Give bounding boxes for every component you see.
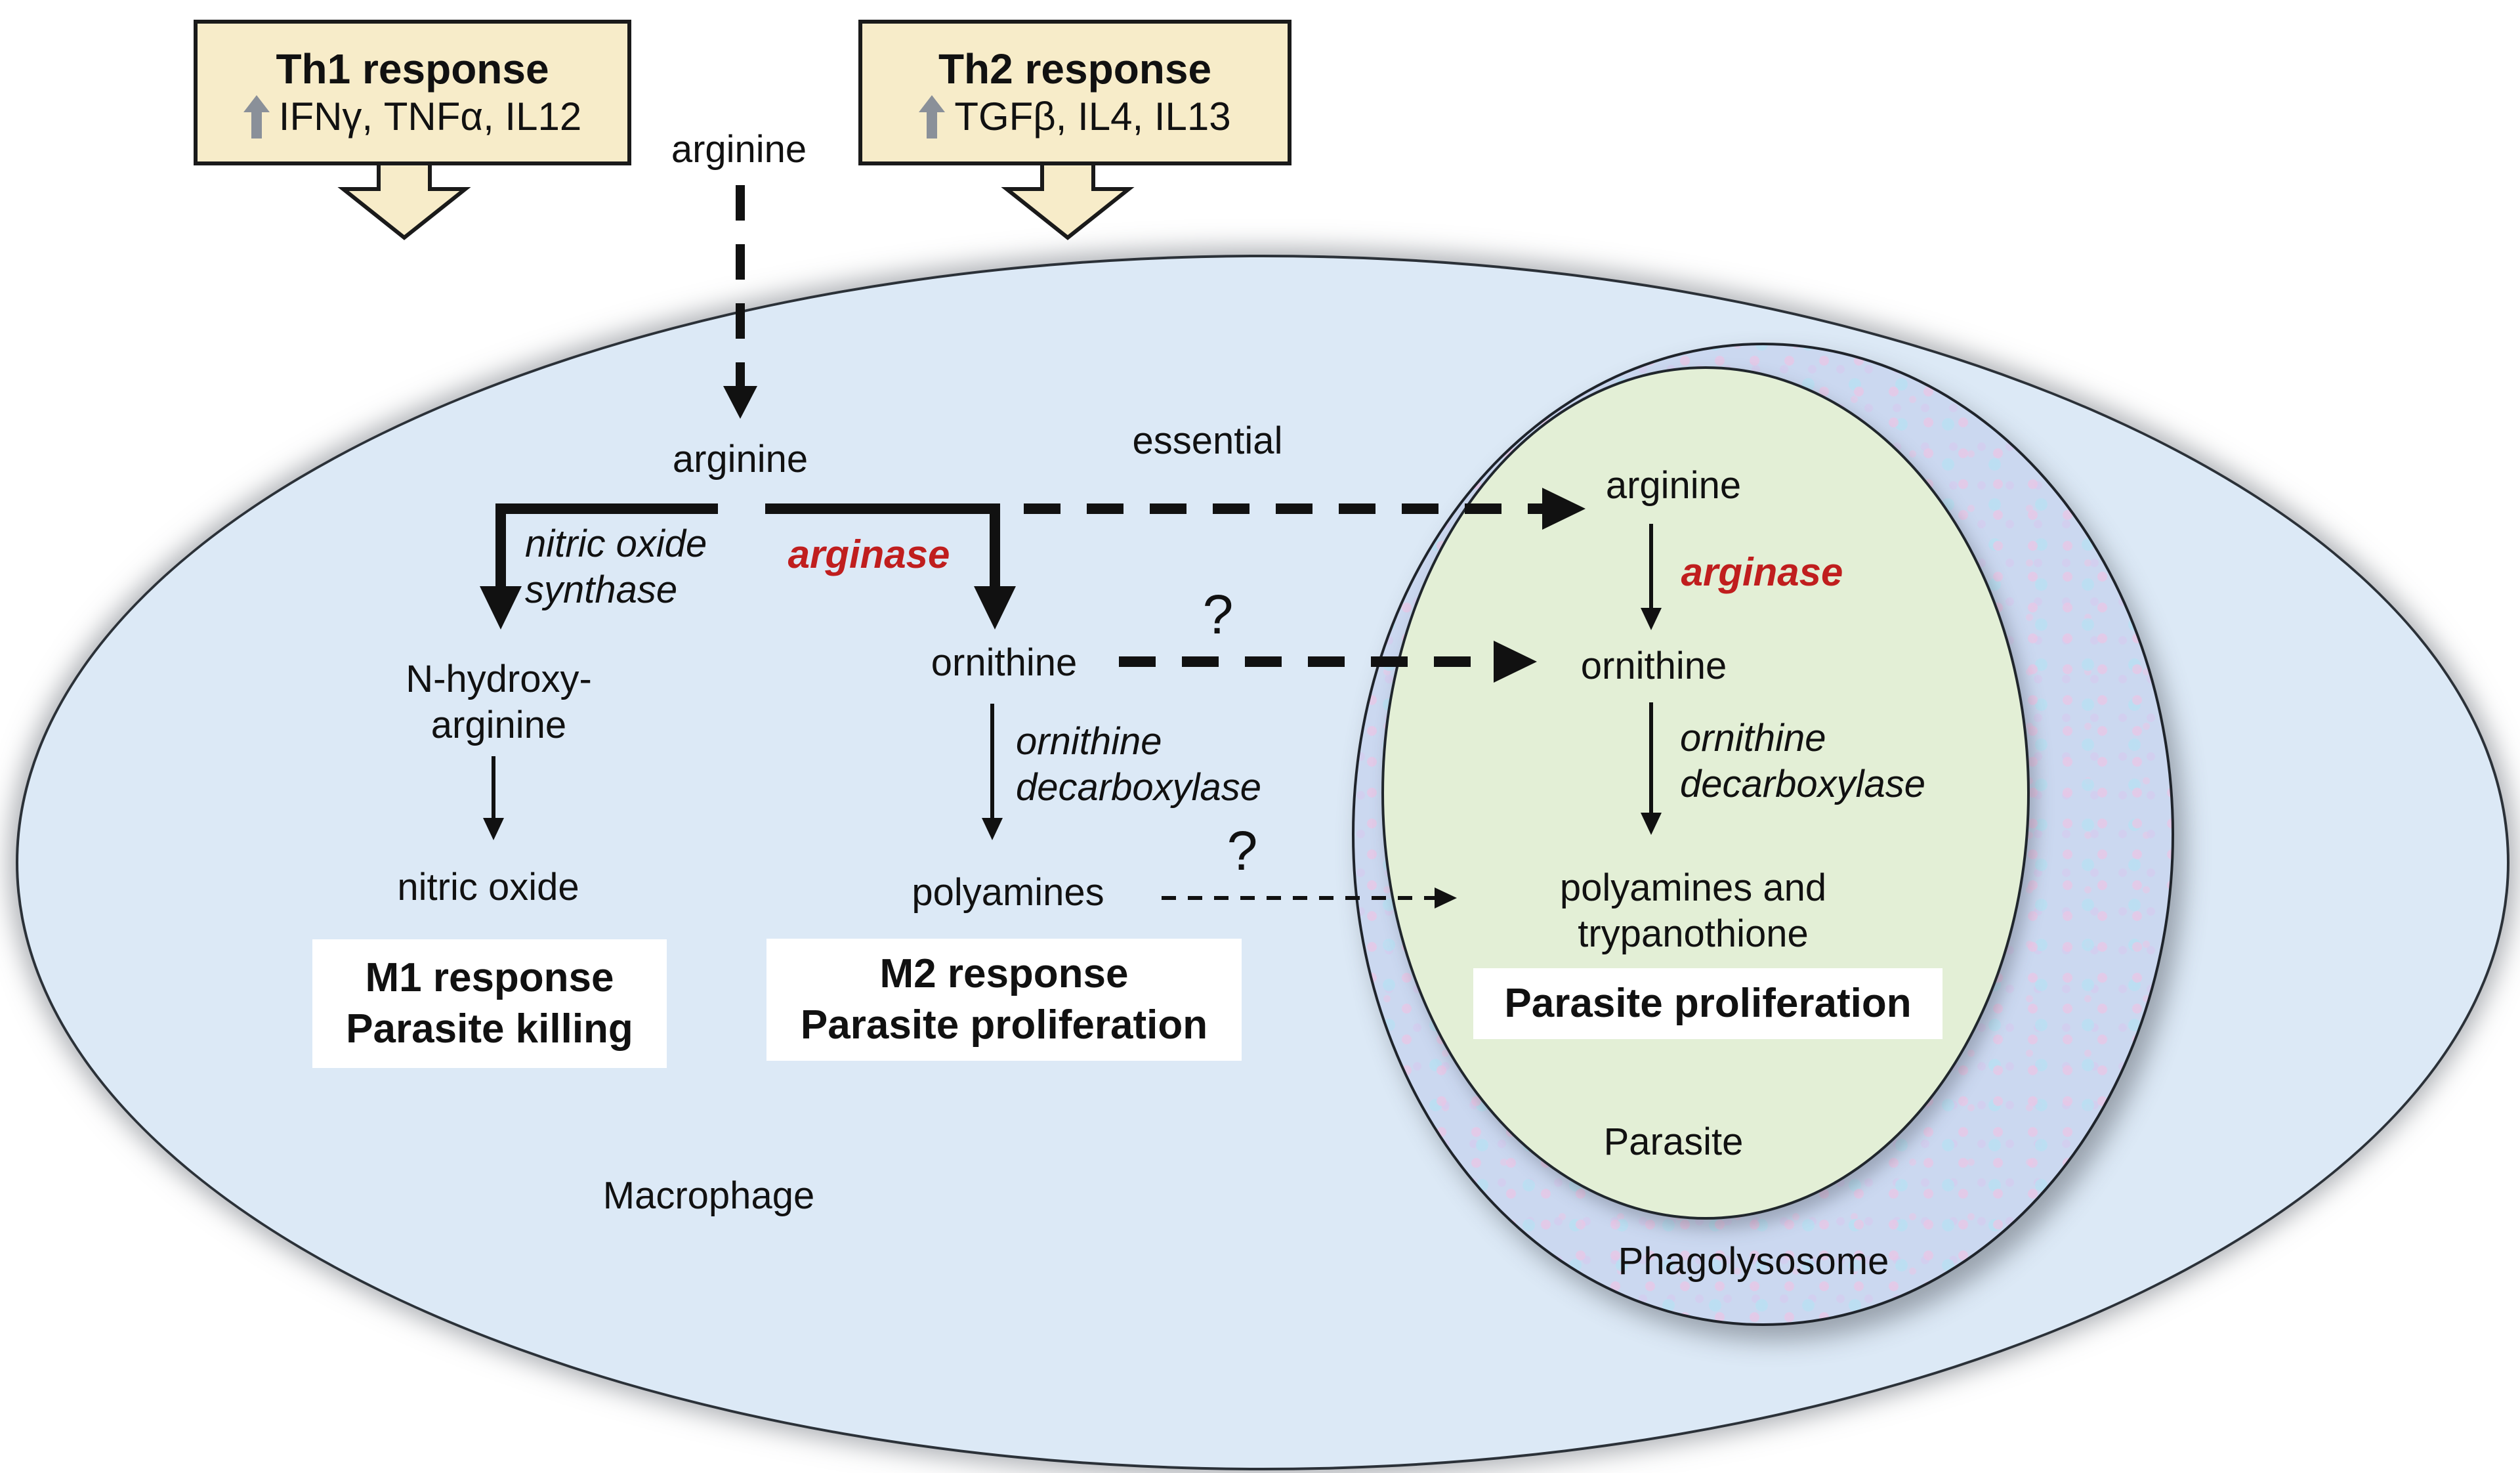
- parasite-cell-label: Parasite: [1603, 1121, 1744, 1163]
- m1-response-box: M1 response Parasite killing: [312, 939, 667, 1068]
- parasite-arginine-label: arginine: [1605, 464, 1742, 507]
- th1-block-arrow-icon: [337, 154, 471, 240]
- th2-block-arrow-icon: [1001, 154, 1135, 240]
- th1-response-box: Th1 response IFNγ, TNFα, IL12: [194, 20, 631, 165]
- parasite-ornithine-label: ornithine: [1580, 645, 1727, 687]
- macrophage-arginine-label: arginine: [672, 438, 808, 480]
- parasite-products-label: polyamines and trypanothione: [1559, 866, 1827, 955]
- up-arrow-icon: [243, 95, 270, 139]
- parasite-odc-label: ornithine decarboxylase: [1680, 717, 1925, 805]
- parasite-proliferation-box: Parasite proliferation: [1473, 968, 1942, 1039]
- parasite-arginase-label: arginase: [1681, 550, 1843, 594]
- question-mark-ornithine: ?: [1202, 584, 1234, 645]
- essential-label: essential: [1132, 419, 1283, 462]
- extracellular-arginine-label: arginine: [671, 128, 807, 171]
- nitric-oxide-synthase-label: nitric oxide synthase: [525, 523, 707, 611]
- arrow-arginase-branch: [765, 503, 1016, 630]
- question-mark-polyamines: ?: [1227, 820, 1258, 882]
- macrophage-arginase-label: arginase: [788, 532, 950, 576]
- macrophage-cell-label: Macrophage: [602, 1174, 815, 1217]
- arrow-nos-branch: [480, 503, 718, 630]
- nitric-oxide-label: nitric oxide: [397, 866, 579, 908]
- n-hydroxy-arginine-label: N-hydroxy- arginine: [406, 658, 592, 746]
- phagolysosome-label: Phagolysosome: [1618, 1240, 1889, 1283]
- th2-title: Th2 response: [938, 45, 1212, 93]
- th1-cytokines: IFNγ, TNFα, IL12: [278, 95, 582, 139]
- th2-cytokines: TGFβ, IL4, IL13: [954, 95, 1231, 139]
- macrophage-ornithine-label: ornithine: [931, 641, 1078, 684]
- m2-response-box: M2 response Parasite proliferation: [766, 939, 1242, 1061]
- th2-response-box: Th2 response TGFβ, IL4, IL13: [858, 20, 1292, 165]
- macrophage-odc-label: ornithine decarboxylase: [1016, 720, 1261, 809]
- up-arrow-icon: [919, 95, 946, 139]
- th1-title: Th1 response: [276, 45, 549, 93]
- polyamines-label: polyamines: [912, 871, 1104, 914]
